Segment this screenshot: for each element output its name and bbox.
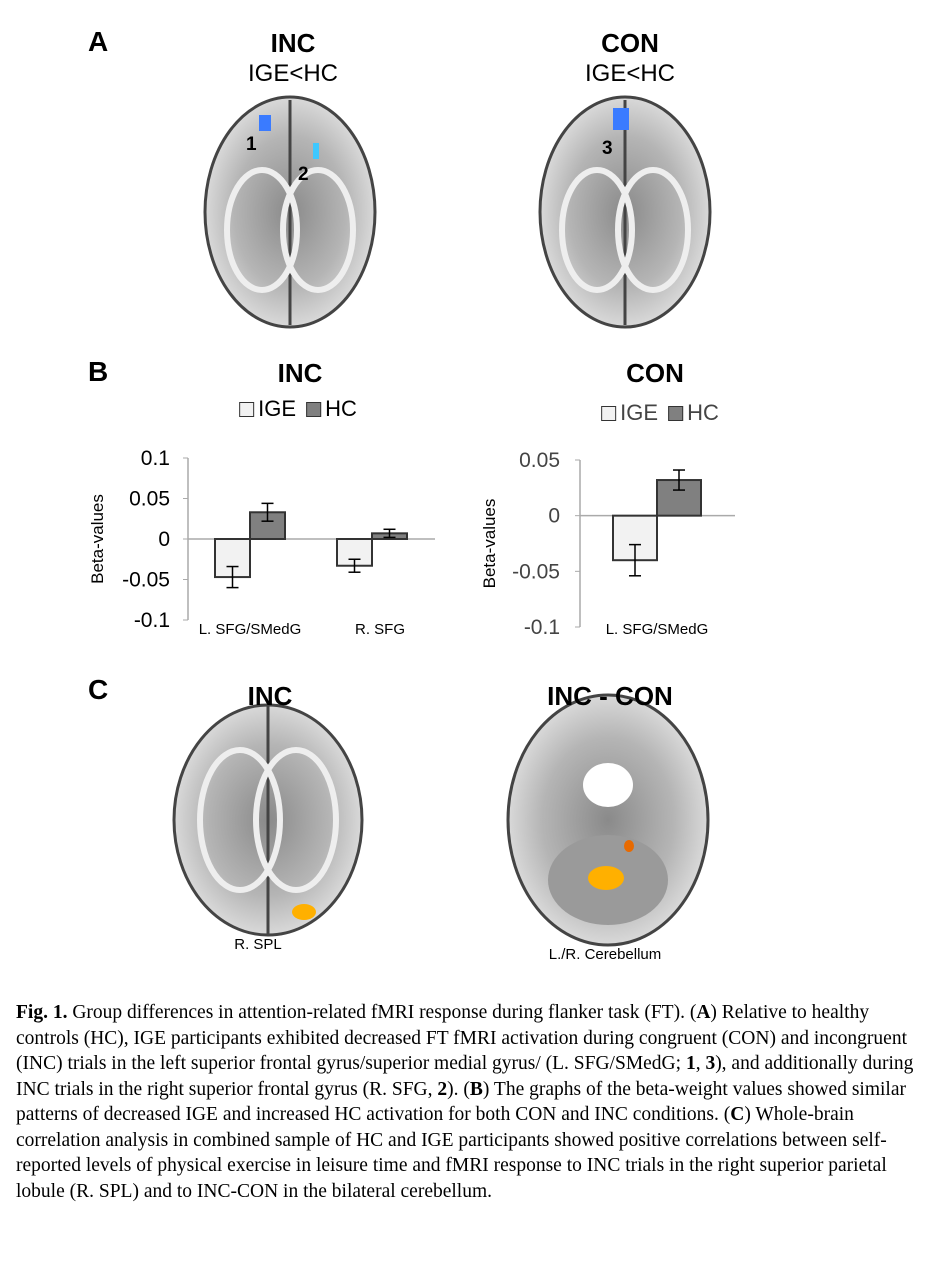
caption-segment: Group differences in attention-related f… [67, 1002, 697, 1023]
panel-c-right-title: INC - CON [547, 681, 673, 711]
caption-segment: ) Whole-brain correlation analysis in co… [16, 1104, 887, 1202]
caption-segment: ) The graphs of the beta-weight values s… [16, 1078, 906, 1126]
panel-a-right-subtitle: IGE<HC [584, 60, 676, 87]
caption-segment: 2 [437, 1078, 448, 1100]
y-tick-label: -0.05 [122, 569, 170, 592]
caption-segment: ). ( [447, 1078, 470, 1100]
y-tick-label: 0.05 [129, 488, 170, 511]
category-label: L. SFG/SMedG [606, 621, 709, 638]
y-tick-label: -0.1 [134, 609, 170, 632]
chart-con-legend: IGE HC [601, 400, 719, 426]
caption-segment: C [730, 1104, 745, 1125]
legend-swatch-hc [668, 405, 684, 421]
legend-swatch-ige [601, 405, 617, 421]
panel-c-left-title: INC [247, 681, 293, 711]
brain-axial-inc [203, 95, 377, 329]
chart-inc-legend: IGE HC [239, 396, 357, 422]
y-tick-label: -0.05 [512, 560, 560, 583]
y-tick-label: 0.05 [519, 449, 560, 472]
caption-segment: B [469, 1078, 483, 1100]
y-axis-label: Beta-values [88, 494, 107, 584]
legend-label-ige: IGE [620, 400, 659, 425]
panel-a-right-title: CON [601, 28, 659, 58]
caption-segment: 3 [705, 1053, 716, 1074]
activation-blob-1 [259, 115, 271, 131]
panel-label-b: B [88, 356, 109, 387]
panel-label-c: C [88, 674, 109, 705]
category-label: L. SFG/SMedG [199, 621, 302, 638]
region-label-spl: R. SPL [234, 936, 282, 953]
region-label-cerebellum: L./R. Cerebellum [548, 946, 662, 963]
activation-blob-cerebellum [588, 866, 624, 890]
panel-a-left-title: INC [270, 28, 316, 58]
caption-segment: A [696, 1002, 711, 1023]
chart-inc-title: INC [277, 358, 323, 388]
y-tick-label: 0.1 [141, 447, 170, 470]
legend-swatch-hc [306, 401, 322, 417]
activation-blob-3 [613, 108, 629, 130]
brain-axial-con [538, 95, 712, 329]
caption-segment: ), and additionally during INC trials in… [16, 1053, 914, 1100]
brain-axial-spl [172, 703, 364, 937]
marker-1: 1 [246, 134, 257, 155]
marker-2: 2 [298, 164, 309, 185]
activation-blob-2 [313, 143, 319, 159]
y-tick-label: 0 [548, 505, 560, 528]
legend-label-hc: HC [325, 396, 357, 421]
caption-segment: Fig. 1. [16, 1002, 68, 1023]
brain-axial-cerebellum [506, 693, 710, 947]
figure-caption: Fig. 1. Group differences in attention-r… [16, 1000, 916, 1204]
caption-segment: , [695, 1053, 706, 1074]
y-axis-label: Beta-values [480, 499, 499, 589]
y-tick-label: -0.1 [524, 616, 560, 639]
panel-a-left-subtitle: IGE<HC [247, 60, 339, 87]
caption-segment: ) Relative to healthy controls (HC), IGE… [16, 1002, 907, 1074]
panel-label-a: A [88, 26, 109, 57]
legend-label-ige: IGE [258, 396, 297, 421]
y-tick-label: 0 [158, 528, 170, 551]
legend-swatch-ige [239, 401, 255, 417]
legend-label-hc: HC [687, 400, 719, 425]
marker-3: 3 [602, 138, 613, 159]
chart-con-title: CON [626, 358, 684, 388]
caption-segment: 1 [685, 1053, 696, 1074]
activation-blob-spl [292, 904, 316, 920]
category-label: R. SFG [355, 621, 405, 638]
